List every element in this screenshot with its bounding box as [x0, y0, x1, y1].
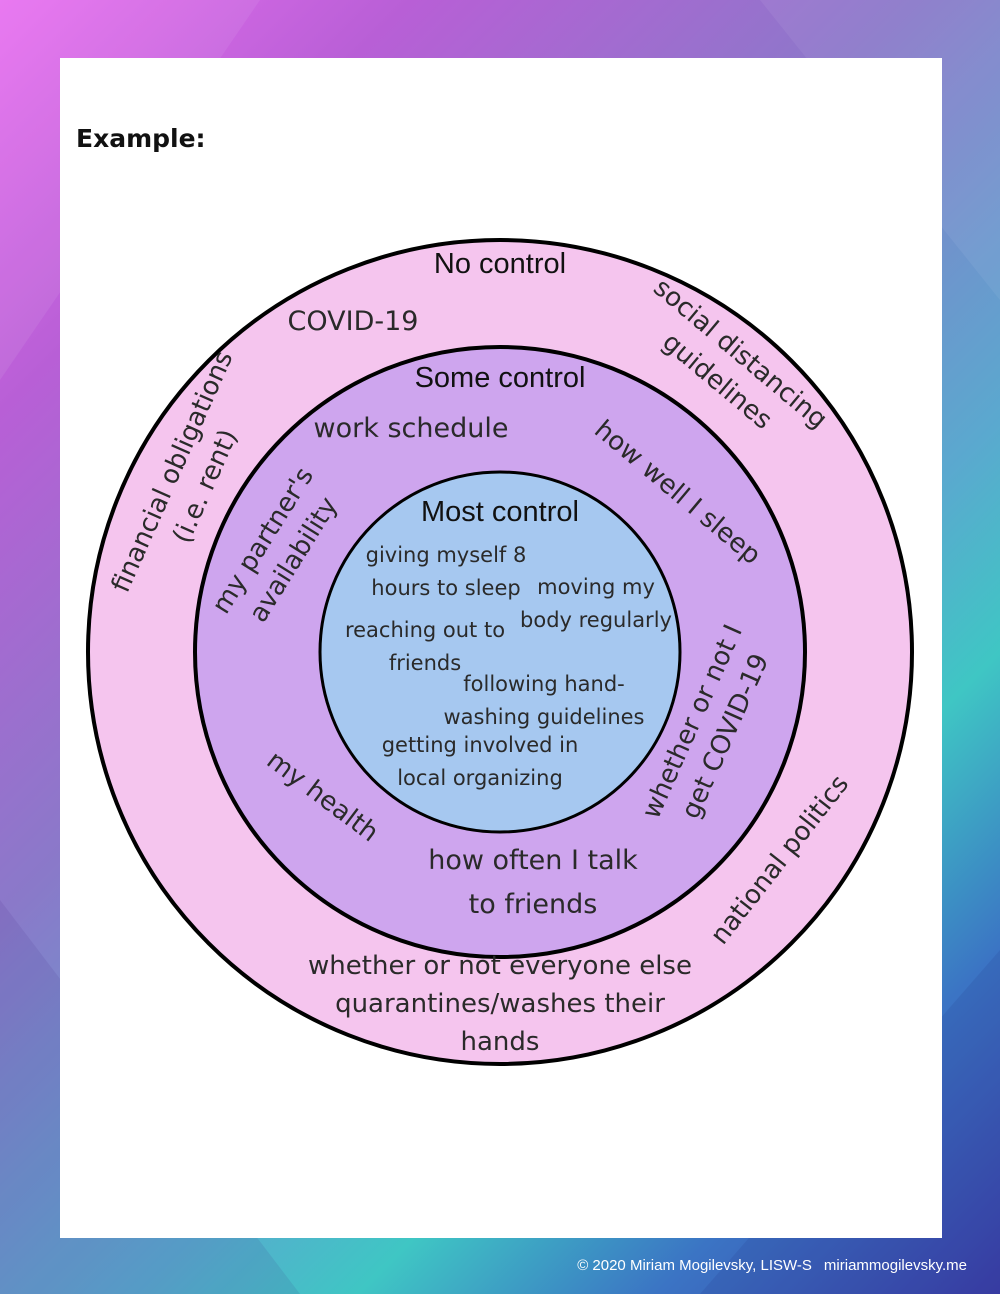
item-moving-line1: moving my: [537, 575, 655, 599]
item-sleep-8-line1: giving myself 8: [366, 543, 527, 567]
copyright-text: © 2020 Miriam Mogilevsky, LISW-S: [577, 1257, 812, 1274]
item-sleep-8-line2: hours to sleep: [371, 576, 520, 600]
example-heading: Example:: [76, 124, 206, 153]
item-talk-friends-line1: how often I talk: [428, 845, 638, 876]
item-reaching-out-line2: friends: [389, 651, 461, 675]
item-organizing-line2: local organizing: [397, 766, 563, 790]
item-organizing-line1: getting involved in: [382, 733, 579, 757]
item-everyone-else-line3: hands: [461, 1027, 540, 1057]
item-handwashing-line2: washing guidelines: [443, 705, 644, 729]
item-talk-friends-line2: to friends: [469, 889, 598, 920]
most-control-circle: [318, 470, 682, 834]
item-work-schedule: work schedule: [314, 413, 509, 444]
some-control-title: Some control: [415, 362, 586, 394]
item-reaching-out-line1: reaching out to: [345, 618, 505, 642]
website-text: miriammogilevsky.me: [823, 1257, 967, 1274]
most-control-title: Most control: [421, 496, 579, 528]
item-handwashing-line1: following hand-: [463, 672, 624, 696]
item-everyone-else-line1: whether or not everyone else: [308, 951, 692, 981]
item-everyone-else-line2: quarantines/washes their: [335, 989, 665, 1019]
footer-credit: © 2020 Miriam Mogilevsky, LISW-S miriammo…: [577, 1257, 967, 1274]
no-control-title: No control: [434, 248, 566, 280]
item-moving-line2: body regularly: [520, 608, 672, 632]
item-covid: COVID-19: [288, 306, 419, 337]
